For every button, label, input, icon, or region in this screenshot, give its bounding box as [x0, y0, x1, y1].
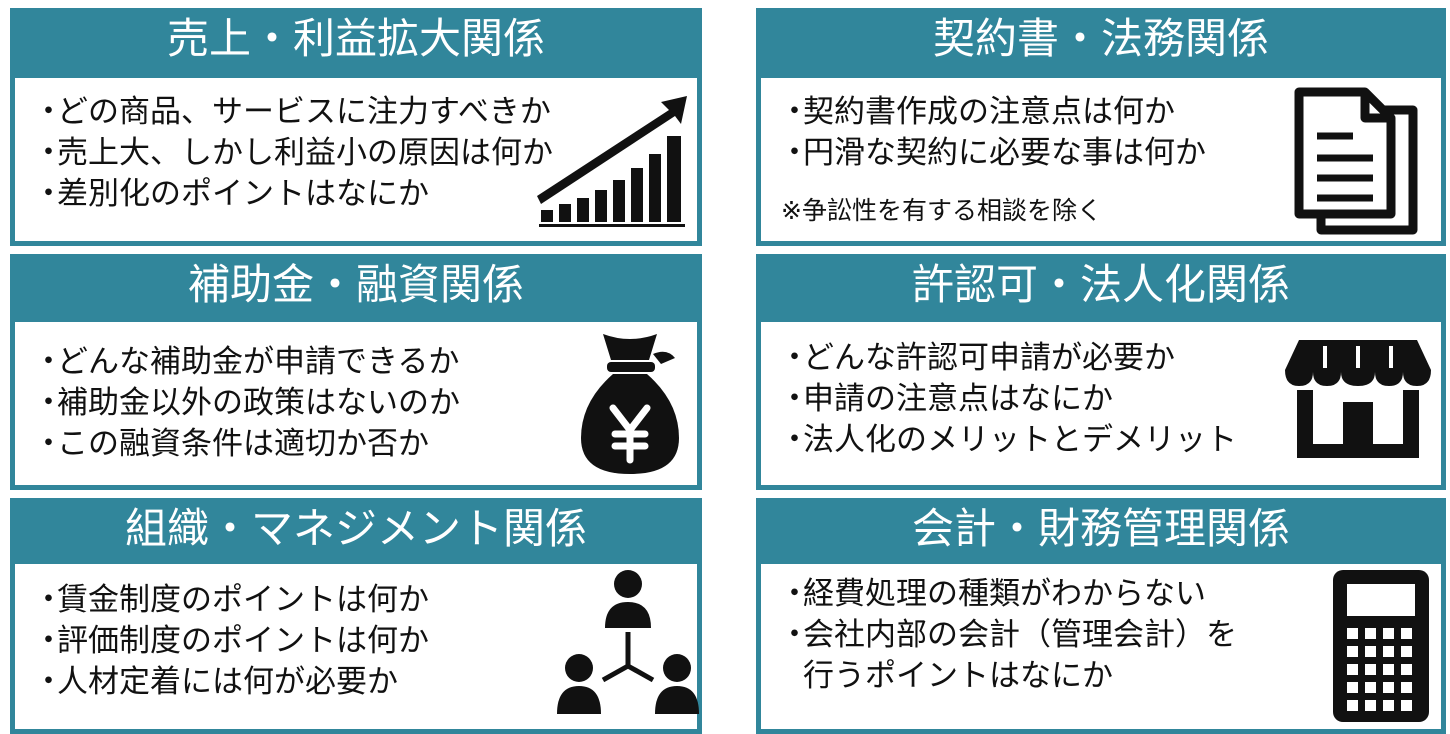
- card-accounting-finance: 会計・財務管理関係 ・経費処理の種類がわからない ・会社内部の会計（管理会計）を…: [756, 498, 1446, 734]
- card-organization-management: 組織・マネジメント関係 ・賃金制度のポイントは何か ・評価制度のポイントは何か …: [10, 498, 702, 734]
- card-body: ・契約書作成の注意点は何か ・円滑な契約に必要な事は何か ※争訟性を有する相談を…: [761, 78, 1441, 241]
- calculator-key: [1347, 682, 1358, 693]
- calculator-key: [1401, 700, 1412, 711]
- calculator-key: [1347, 646, 1358, 657]
- list-item: ・円滑な契約に必要な事は何か: [779, 135, 1206, 171]
- card-body: ・賃金制度のポイントは何か ・評価制度のポイントは何か ・人材定着には何が必要か: [15, 564, 699, 729]
- card-title: 契約書・法務関係: [932, 14, 1269, 63]
- card-sales-profit: 売上・利益拡大関係 ・どの商品、サービスに注力すべきか ・売上大、しかし利益小の…: [10, 8, 702, 246]
- calculator-key: [1401, 682, 1412, 693]
- list-item: ・この融資条件は適切か否か: [33, 426, 429, 462]
- list-item: ・どの商品、サービスに注力すべきか: [33, 94, 551, 130]
- card-contract-legal: 契約書・法務関係 ・契約書作成の注意点は何か ・円滑な契約に必要な事は何か ※争…: [756, 8, 1446, 246]
- calculator-key: [1365, 628, 1376, 639]
- card-subsidy-loan: 補助金・融資関係 ・どんな補助金が申請できるか ・補助金以外の政策はないのか ・…: [10, 254, 702, 490]
- list-item: ・人材定着には何が必要か: [33, 664, 398, 700]
- calculator-key: [1347, 700, 1358, 711]
- list-item: ・法人化のメリットとデメリット: [779, 422, 1237, 458]
- list-item: ・賃金制度のポイントは何か: [33, 582, 429, 618]
- yen-money-bag-icon: [581, 334, 679, 474]
- list-item: ・評価制度のポイントは何か: [33, 623, 429, 659]
- card-title: 補助金・融資関係: [187, 260, 524, 309]
- list-item: ・行うポイントはなにか: [803, 658, 1113, 694]
- calculator-key: [1383, 646, 1394, 657]
- calculator-key: [1383, 628, 1394, 639]
- item-list: ・どの商品、サービスに注力すべきか ・売上大、しかし利益小の原因は何か ・差別化…: [33, 92, 553, 215]
- calculator-key: [1401, 646, 1412, 657]
- calculator-key: [1401, 664, 1412, 675]
- calculator-key: [1383, 700, 1394, 711]
- card-title: 組織・マネジメント関係: [124, 504, 587, 553]
- calculator-key: [1347, 664, 1358, 675]
- calculator-key: [1365, 664, 1376, 675]
- card-permit-incorporation: 許認可・法人化関係 ・どんな許認可申請が必要か ・申請の注意点はなにか ・法人化…: [756, 254, 1446, 490]
- list-item: ・差別化のポイントはなにか: [33, 176, 429, 212]
- list-item: ・会社内部の会計（管理会計）を: [779, 617, 1237, 653]
- document-icon: [1294, 87, 1418, 235]
- item-list: ・経費処理の種類がわからない ・会社内部の会計（管理会計）を ・行うポイントはな…: [779, 574, 1237, 697]
- item-list: ・契約書作成の注意点は何か ・円滑な契約に必要な事は何か: [779, 92, 1206, 174]
- card-body: ・どんな補助金が申請できるか ・補助金以外の政策はないのか ・この融資条件は適切…: [15, 322, 697, 485]
- note-text: ※争訟性を有する相談を除く: [781, 196, 1102, 225]
- calculator-key: [1365, 700, 1376, 711]
- list-item: ・契約書作成の注意点は何か: [779, 94, 1175, 130]
- card-title: 許認可・法人化関係: [911, 260, 1290, 309]
- item-list: ・賃金制度のポイントは何か ・評価制度のポイントは何か ・人材定着には何が必要か: [33, 580, 429, 703]
- calculator-key: [1401, 628, 1412, 639]
- card-body: ・どんな許認可申請が必要か ・申請の注意点はなにか ・法人化のメリットとデメリッ…: [761, 322, 1441, 485]
- calculator-icon: [1333, 570, 1429, 722]
- list-item: ・補助金以外の政策はないのか: [33, 385, 460, 421]
- people-network-icon: [557, 570, 699, 714]
- list-item: ・経費処理の種類がわからない: [779, 576, 1206, 612]
- calculator-key: [1347, 628, 1358, 639]
- list-item: ・どんな補助金が申請できるか: [33, 344, 460, 380]
- card-body: ・経費処理の種類がわからない ・会社内部の会計（管理会計）を ・行うポイントはな…: [761, 564, 1441, 729]
- card-title: 売上・利益拡大関係: [166, 14, 545, 63]
- calculator-key: [1365, 646, 1376, 657]
- list-item: ・申請の注意点はなにか: [779, 381, 1113, 417]
- list-item: ・売上大、しかし利益小の原因は何か: [33, 135, 553, 171]
- item-list: ・どんな許認可申請が必要か ・申請の注意点はなにか ・法人化のメリットとデメリッ…: [779, 338, 1237, 461]
- calculator-key: [1383, 682, 1394, 693]
- card-title: 会計・財務管理関係: [911, 504, 1290, 553]
- growth-chart-icon: [537, 96, 687, 227]
- storefront-icon: [1285, 340, 1431, 458]
- item-list: ・どんな補助金が申請できるか ・補助金以外の政策はないのか ・この融資条件は適切…: [33, 342, 460, 465]
- card-body: ・どの商品、サービスに注力すべきか ・売上大、しかし利益小の原因は何か ・差別化…: [15, 78, 697, 241]
- calculator-key: [1365, 682, 1376, 693]
- list-item: ・どんな許認可申請が必要か: [779, 340, 1175, 376]
- calculator-key: [1383, 664, 1394, 675]
